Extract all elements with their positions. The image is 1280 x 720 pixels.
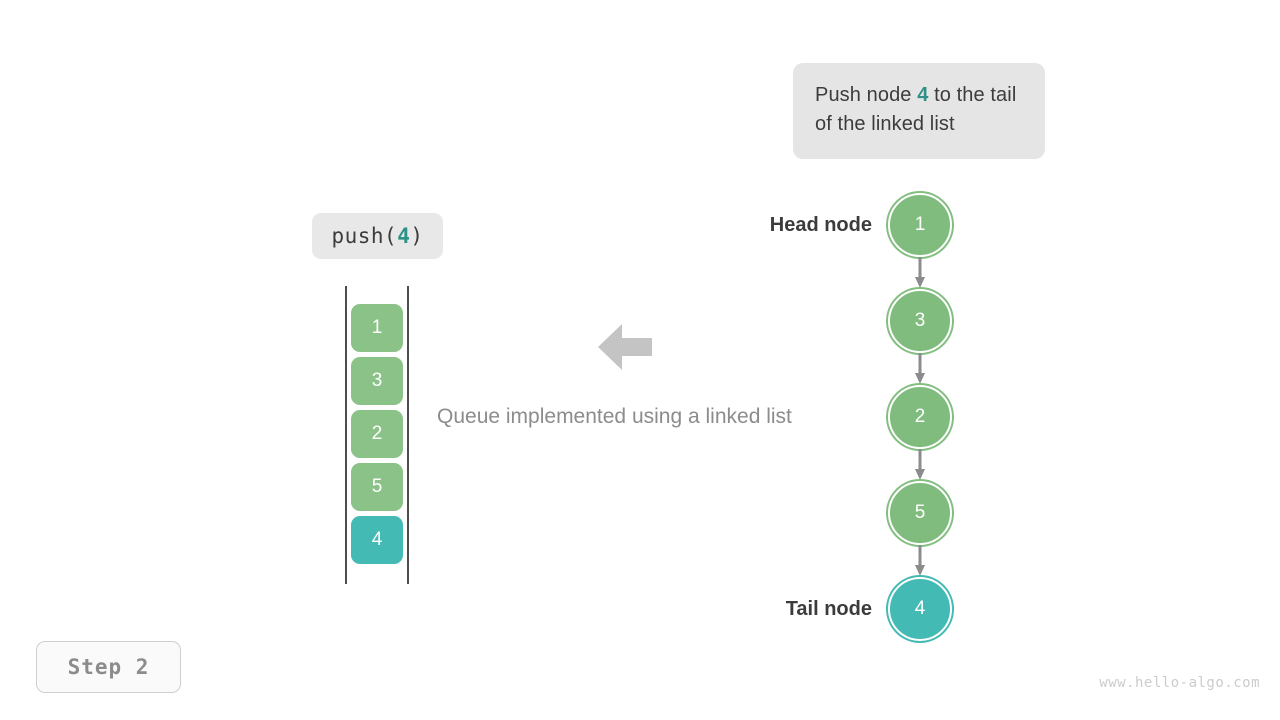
tail-node-label: Tail node: [785, 598, 872, 620]
queue-item: 2: [351, 410, 403, 458]
queue-item: 3: [351, 357, 403, 405]
operation-argument: 4: [397, 224, 411, 248]
operation-suffix: ): [410, 224, 424, 248]
left-arrow-icon: [596, 318, 654, 376]
callout-highlight-value: 4: [917, 84, 929, 106]
queue-item-value: 2: [371, 423, 383, 444]
head-node-label: Head node: [769, 214, 872, 236]
linked-list: 1 3 2 5: [888, 193, 952, 643]
operation-prefix: push(: [331, 224, 398, 248]
connector-arrow-icon: [914, 353, 926, 385]
queue-column: 1 3 2 5 4: [345, 286, 409, 584]
queue-item-value: 3: [371, 370, 383, 391]
node-value: 3: [914, 310, 926, 331]
connector-arrow-icon: [914, 257, 926, 289]
node-value: 5: [914, 502, 926, 523]
node-value: 4: [914, 598, 926, 619]
queue-item: 5: [351, 463, 403, 511]
diagram-caption: Queue implemented using a linked list: [437, 405, 792, 428]
linked-list-node-new: 4: [888, 577, 952, 641]
queue-item: 1: [351, 304, 403, 352]
connector-arrow-icon: [914, 449, 926, 481]
callout-bubble: Push node 4 to the tail of the linked li…: [793, 63, 1045, 159]
callout-text-after: to the tail of the linked list: [815, 84, 1017, 135]
linked-list-node: 3: [888, 289, 952, 353]
queue-item-value: 1: [371, 317, 383, 338]
queue-item-new: 4: [351, 516, 403, 564]
queue-box-list: 1 3 2 5 4: [351, 304, 403, 569]
watermark: www.hello-algo.com: [1099, 675, 1260, 691]
node-value: 1: [914, 214, 926, 235]
queue-rail-left: [345, 286, 347, 584]
node-value: 2: [914, 406, 926, 427]
connector-arrow-icon: [914, 545, 926, 577]
queue-rail-right: [407, 286, 409, 584]
linked-list-node: 1: [888, 193, 952, 257]
queue-item-value: 5: [371, 476, 383, 497]
linked-list-node: 5: [888, 481, 952, 545]
queue-item-value: 4: [371, 529, 383, 550]
callout-text-before: Push node: [815, 84, 918, 106]
linked-list-node: 2: [888, 385, 952, 449]
operation-label: push(4): [312, 213, 443, 259]
step-badge: Step 2: [36, 641, 181, 693]
